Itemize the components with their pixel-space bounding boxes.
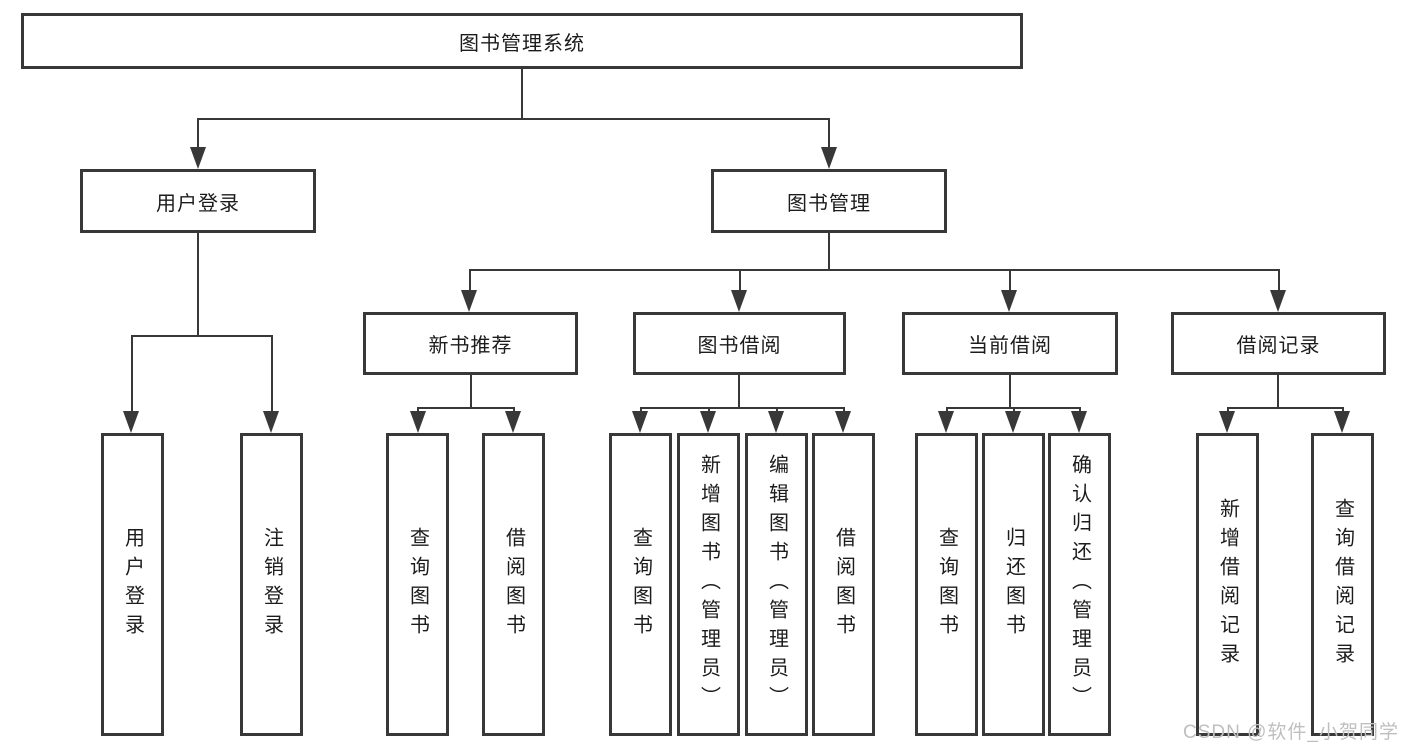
connector-line [776, 407, 778, 413]
arrow-down-icon [768, 411, 784, 433]
connector-line [521, 68, 523, 120]
leaf-confirm-return-admin: 确认归还（管理员） [1048, 433, 1111, 736]
connector-line [946, 407, 948, 413]
node-label: 归还图书 [1002, 526, 1025, 643]
leaf-query-borrow-record: 查询借阅记录 [1311, 433, 1374, 736]
arrow-down-icon [410, 411, 426, 433]
node-label: 图书管理 [787, 192, 871, 215]
connector-line [1009, 269, 1011, 291]
node-label: 用户登录 [121, 526, 144, 643]
leaf-edit-books-admin: 编辑图书（管理员） [745, 433, 808, 736]
arrow-down-icon [190, 147, 206, 169]
node-label: 借阅图书 [832, 526, 855, 643]
leaf-return-books: 归还图书 [982, 433, 1045, 736]
leaf-user-login: 用户登录 [101, 433, 164, 736]
leaf-query-books-borrowing: 查询图书 [609, 433, 672, 736]
node-label: 新书推荐 [428, 335, 513, 357]
node-current-borrowing: 当前借阅 [902, 312, 1118, 375]
arrow-down-icon [263, 411, 279, 433]
connector-line [131, 335, 273, 337]
connector-line [131, 335, 133, 411]
connector-line [197, 118, 830, 120]
node-label: 图书借阅 [697, 335, 782, 357]
arrow-down-icon [1270, 290, 1286, 312]
connector-line [640, 407, 844, 409]
leaf-query-books-current: 查询图书 [915, 433, 978, 736]
arrow-down-icon [1005, 411, 1021, 433]
arrow-down-icon [632, 411, 648, 433]
connector-line [738, 375, 740, 408]
connector-line [708, 407, 710, 413]
node-user-login: 用户登录 [80, 169, 316, 233]
leaf-add-books-admin: 新增图书（管理员） [677, 433, 740, 736]
connector-line [640, 407, 642, 413]
node-label: 查询借阅记录 [1331, 497, 1354, 672]
leaf-borrow-books: 借阅图书 [812, 433, 875, 736]
connector-line [1079, 407, 1081, 413]
arrow-down-icon [938, 411, 954, 433]
node-label: 新增借阅记录 [1216, 497, 1239, 672]
node-label: 当前借阅 [968, 335, 1052, 357]
connector-line [469, 269, 471, 291]
node-label: 借阅图书 [502, 526, 525, 643]
connector-line [197, 233, 199, 336]
connector-line [417, 407, 419, 413]
node-label: 编辑图书（管理员） [765, 454, 788, 715]
node-label: 确认归还（管理员） [1068, 454, 1091, 715]
leaf-borrow-books-recommend: 借阅图书 [482, 433, 545, 736]
connector-line [469, 269, 1280, 271]
leaf-add-borrow-record: 新增借阅记录 [1196, 433, 1259, 736]
connector-line [828, 233, 830, 271]
connector-line [197, 118, 199, 148]
node-label: 查询图书 [629, 526, 652, 643]
node-new-book-recommendation: 新书推荐 [363, 312, 578, 375]
node-label: 图书管理系统 [459, 32, 585, 55]
leaf-query-books-recommend: 查询图书 [386, 433, 449, 736]
arrow-down-icon [835, 411, 851, 433]
connector-line [739, 269, 741, 291]
arrow-down-icon [821, 147, 837, 169]
connector-line [513, 407, 515, 413]
node-label: 注销登录 [260, 526, 283, 643]
arrow-down-icon [700, 411, 716, 433]
connector-line [1009, 375, 1011, 408]
connector-line [271, 335, 273, 411]
connector-line [1277, 375, 1279, 408]
node-label: 用户登录 [156, 192, 240, 215]
node-library-system: 图书管理系统 [21, 13, 1023, 69]
connector-line [843, 407, 845, 413]
node-label: 新增图书（管理员） [697, 454, 720, 715]
connector-line [470, 375, 472, 408]
node-label: 查询图书 [935, 526, 958, 643]
arrow-down-icon [505, 411, 521, 433]
node-book-borrowing: 图书借阅 [633, 312, 846, 375]
arrow-down-icon [1219, 411, 1235, 433]
connector-line [1227, 407, 1229, 413]
node-label: 借阅记录 [1236, 335, 1321, 357]
connector-line [417, 407, 515, 409]
connector-line [1278, 269, 1280, 291]
arrow-down-icon [123, 411, 139, 433]
connector-line [828, 118, 830, 148]
connector-line [1013, 407, 1015, 413]
connector-line [1227, 407, 1343, 409]
node-label: 查询图书 [406, 526, 429, 643]
arrow-down-icon [1001, 290, 1017, 312]
arrow-down-icon [1334, 411, 1350, 433]
leaf-logout: 注销登录 [240, 433, 303, 736]
arrow-down-icon [1071, 411, 1087, 433]
node-borrowing-records: 借阅记录 [1171, 312, 1386, 375]
arrow-down-icon [731, 290, 747, 312]
arrow-down-icon [461, 290, 477, 312]
connector-line [1342, 407, 1344, 413]
node-book-management: 图书管理 [711, 169, 947, 233]
